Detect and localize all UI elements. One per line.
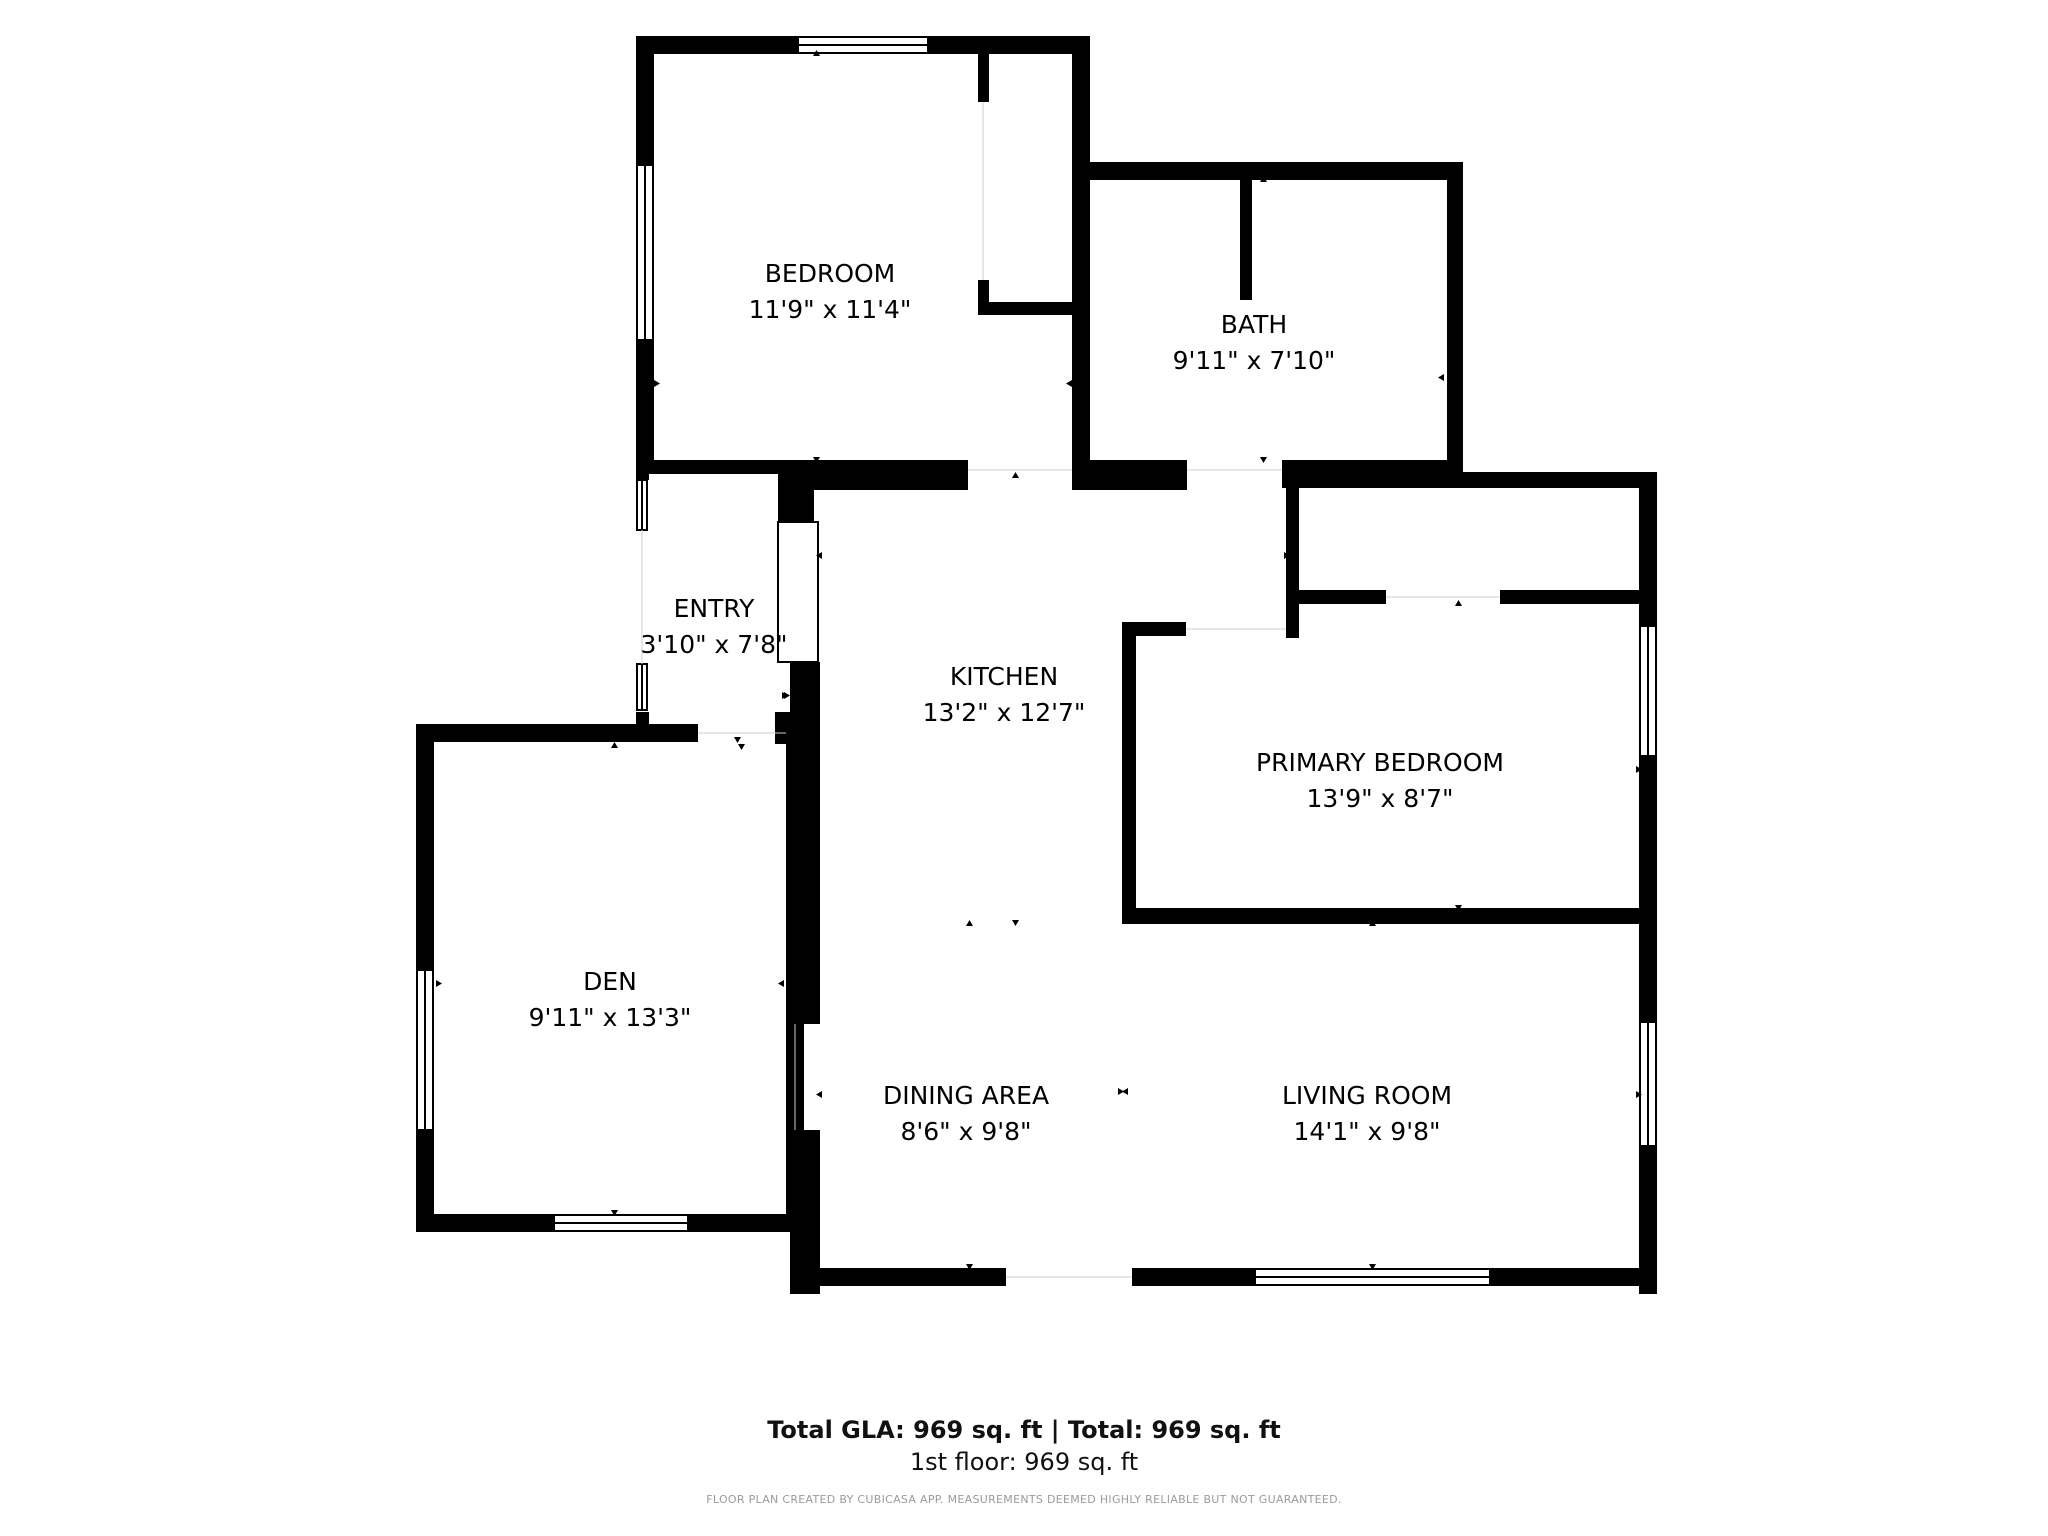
dimension-markers <box>436 50 1642 1270</box>
wall <box>1240 178 1252 300</box>
room-name-entry: ENTRY <box>674 594 756 623</box>
wall <box>978 52 989 102</box>
wall <box>978 302 1080 315</box>
wall <box>1072 162 1463 180</box>
wall <box>1639 756 1657 1022</box>
wall <box>800 1268 1006 1286</box>
wall <box>1447 162 1463 472</box>
room-dims-primary-bedroom: 13'9" x 8'7" <box>1307 784 1454 813</box>
floor-area-summary: 1st floor: 969 sq. ft <box>909 1448 1139 1476</box>
walls <box>416 36 1657 1294</box>
room-name-living-room: LIVING ROOM <box>1282 1081 1452 1110</box>
wall <box>778 460 814 522</box>
room-dims-kitchen: 13'2" x 12'7" <box>923 698 1086 727</box>
total-area-summary: Total GLA: 969 sq. ft | Total: 969 sq. f… <box>767 1416 1281 1444</box>
room-labels: BEDROOM 11'9" x 11'4" BATH 9'11" x 7'10"… <box>529 259 1504 1146</box>
wall <box>1490 1268 1657 1286</box>
wall <box>1639 1146 1657 1294</box>
room-dims-dining-area: 8'6" x 9'8" <box>900 1117 1031 1146</box>
wall <box>978 280 989 315</box>
wall <box>1122 622 1186 636</box>
wall <box>1286 488 1299 638</box>
wall <box>800 1230 820 1286</box>
room-name-bedroom: BEDROOM <box>765 259 896 288</box>
wall <box>416 724 698 742</box>
wall <box>1639 472 1657 626</box>
wall <box>1072 36 1090 472</box>
openings <box>641 102 1500 1278</box>
room-name-den: DEN <box>583 967 637 996</box>
room-dims-den: 9'11" x 13'3" <box>529 1003 692 1032</box>
room-dims-bath: 9'11" x 7'10" <box>1173 346 1336 375</box>
wall <box>775 712 795 744</box>
wall <box>1286 590 1386 604</box>
wall <box>636 472 649 480</box>
wall <box>1282 472 1657 488</box>
wall <box>1072 460 1187 490</box>
wall <box>1122 622 1136 924</box>
room-name-kitchen: KITCHEN <box>950 662 1058 691</box>
wall <box>1132 1268 1256 1286</box>
wall <box>1500 590 1657 604</box>
wall <box>1122 908 1657 924</box>
room-dims-living-room: 14'1" x 9'8" <box>1294 1117 1441 1146</box>
room-name-dining-area: DINING AREA <box>883 1081 1049 1110</box>
room-name-bath: BATH <box>1221 310 1287 339</box>
windows <box>416 36 1657 1286</box>
room-dims-bedroom: 11'9" x 11'4" <box>749 295 912 324</box>
floor-plan-disclaimer: FLOOR PLAN CREATED BY CUBICASA APP. MEAS… <box>706 1493 1342 1506</box>
room-dims-entry: 3'10" x 7'8" <box>641 630 788 659</box>
room-name-primary-bedroom: PRIMARY BEDROOM <box>1256 748 1504 777</box>
wall <box>636 712 649 724</box>
wall <box>786 742 804 1232</box>
